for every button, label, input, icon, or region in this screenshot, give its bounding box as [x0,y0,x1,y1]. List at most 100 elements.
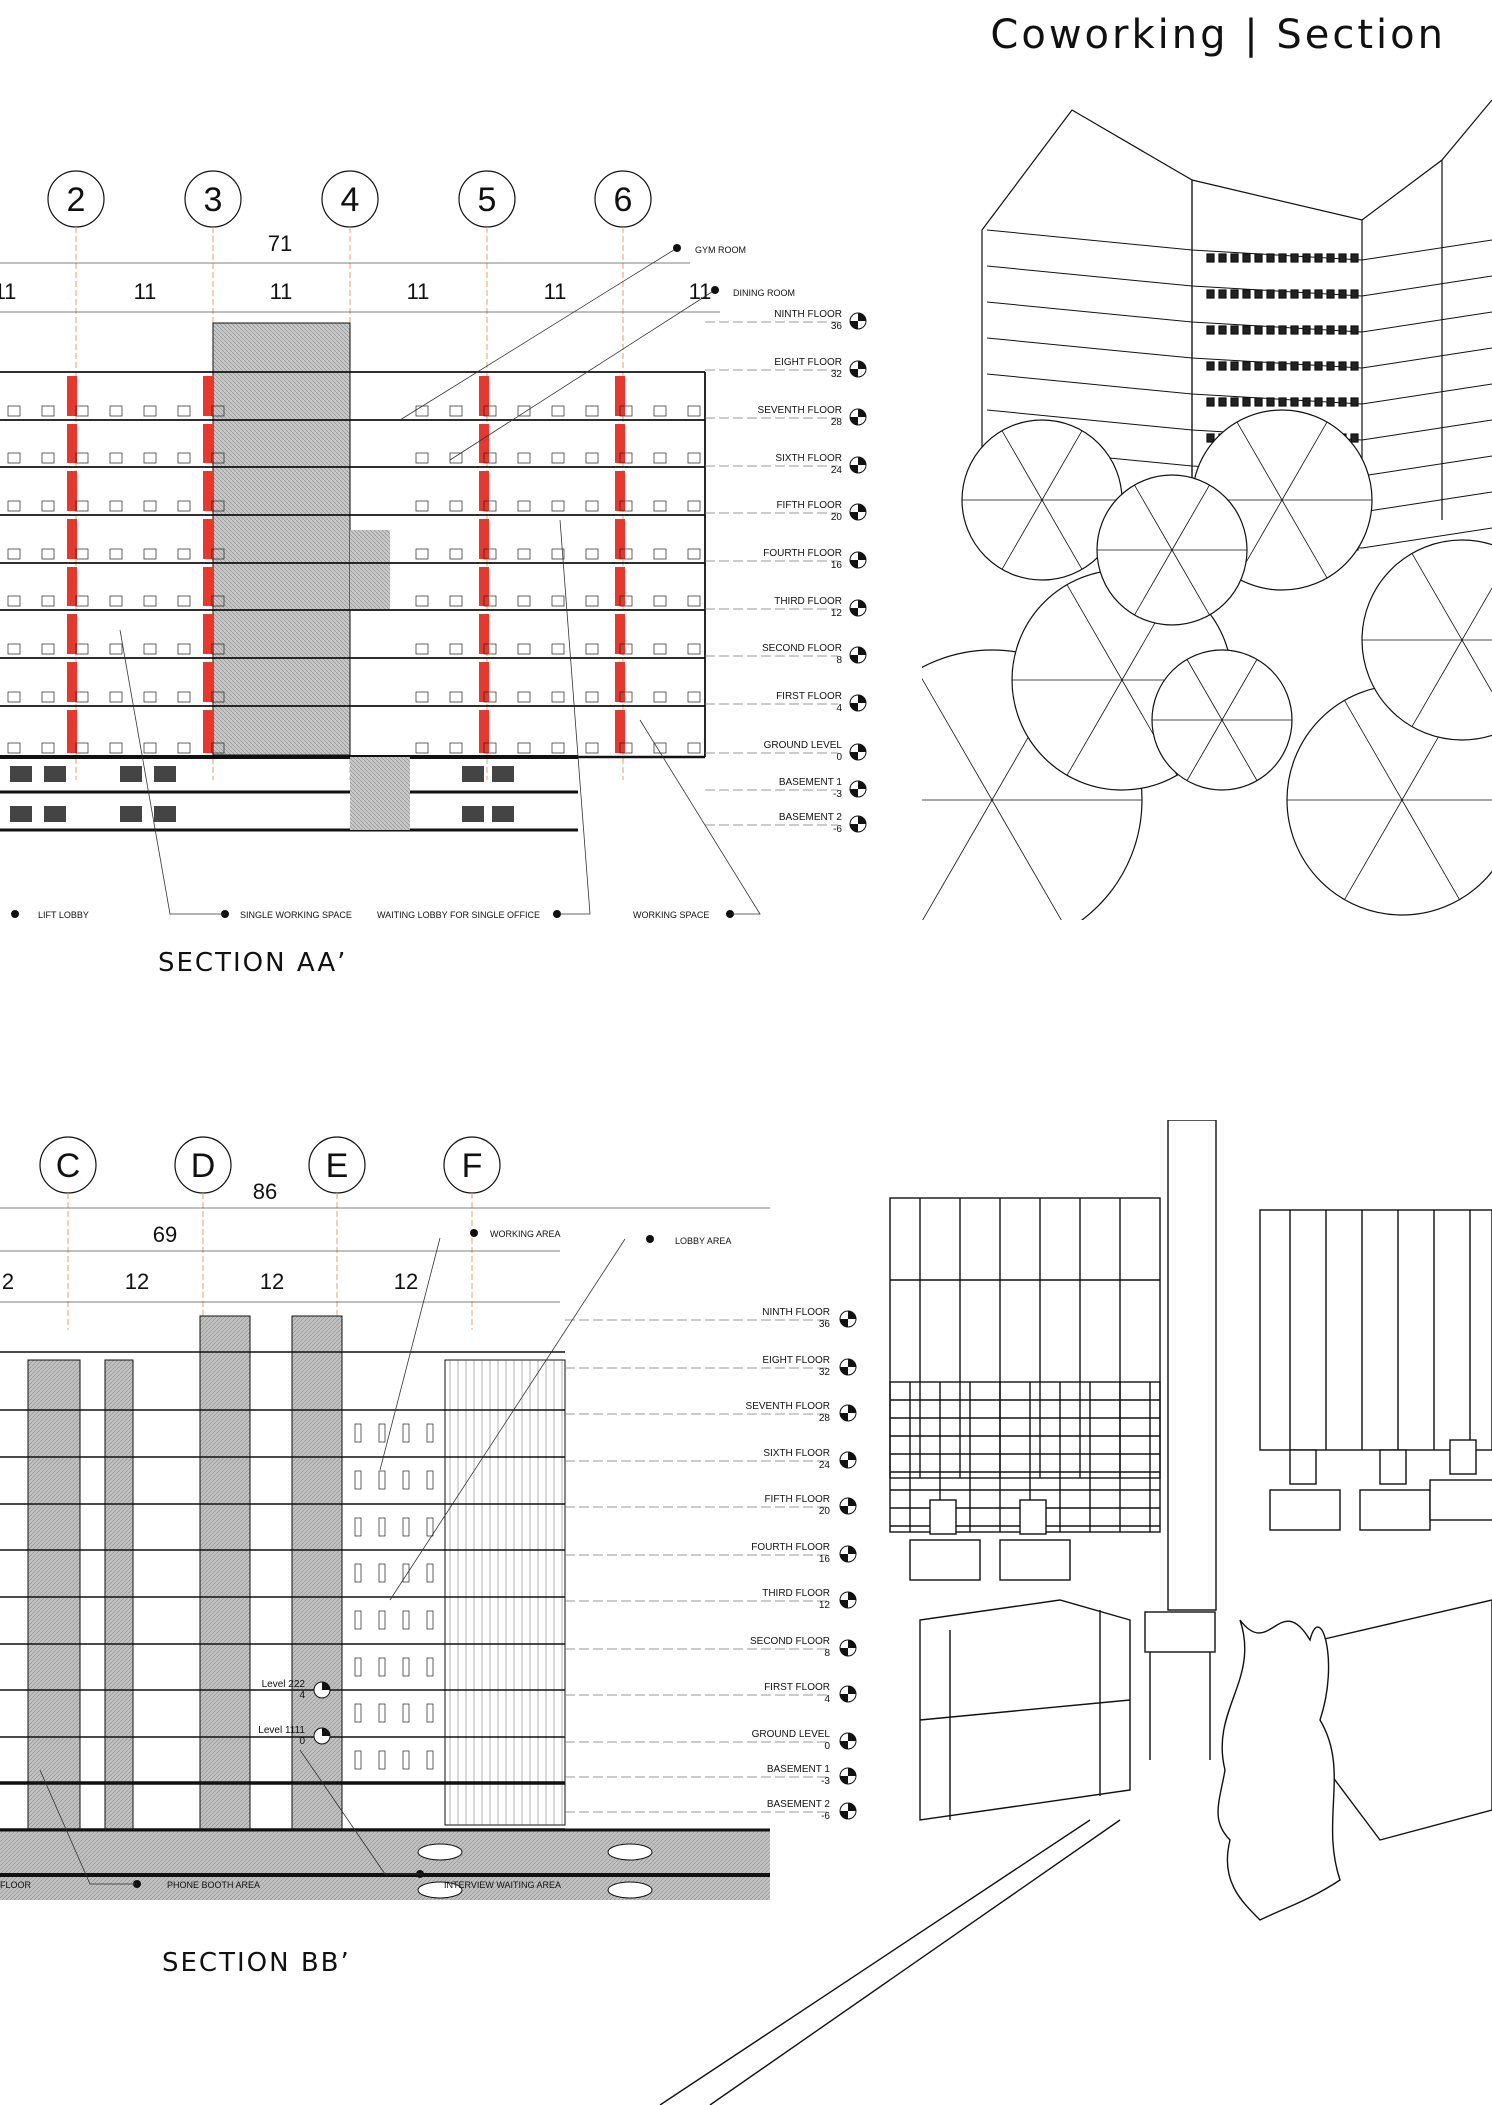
leader-line [399,247,678,421]
furniture [109,595,123,607]
furniture [143,742,157,754]
furniture [619,405,633,417]
building-floor-line [986,265,1492,297]
window [378,1517,386,1537]
furniture [177,742,191,754]
level-marker-fill [850,744,866,760]
furniture [177,595,191,607]
facade-window [1350,253,1359,263]
level-marker-fill [840,1592,856,1608]
monitor [929,1499,957,1535]
window [426,1610,434,1630]
level-marker-fill [850,361,866,377]
furniture [551,452,565,464]
structural-column-red [615,519,625,559]
level-marker-fill [850,781,866,797]
level-value: -3 [821,1776,830,1787]
furniture [415,452,429,464]
leader-line [389,1238,626,1601]
facade-window [1278,325,1287,335]
level-name: FIRST FLOOR [764,1682,830,1693]
level-value: 8 [836,655,842,666]
level-name: GROUND LEVEL [752,1729,831,1740]
window [354,1563,362,1583]
facade-window [1206,289,1215,299]
facade-window [1242,253,1251,263]
furniture [517,691,531,703]
furniture [687,500,701,512]
facet-line [1134,549,1173,616]
bottom-tag: WAITING LOBBY FOR SINGLE OFFICE [377,910,540,920]
window [402,1610,410,1630]
facade-window [1338,361,1347,371]
tag-marker [673,244,681,252]
level-value: 0 [836,752,842,763]
level-value: -3 [833,789,842,800]
furniture [41,452,55,464]
service-core [104,1359,134,1841]
furniture [41,405,55,417]
facet-line [1461,587,1492,641]
furniture [75,452,89,464]
car [492,806,514,822]
level-marker-fill [850,600,866,616]
furniture [551,643,565,655]
tag-marker [711,286,719,294]
tag-marker [726,910,734,918]
level-name: SECOND FLOOR [750,1636,830,1647]
facade-window [1242,325,1251,335]
grid-label: E [326,1147,349,1185]
furniture [585,595,599,607]
monitor [1379,1449,1407,1485]
facade-window [1338,253,1347,263]
service-core [27,1359,81,1841]
facet-line [1221,719,1258,781]
furniture [449,548,463,560]
furniture [75,548,89,560]
ramp [350,757,410,830]
facade-window [1326,361,1335,371]
furniture [517,500,531,512]
window [426,1657,434,1677]
furniture [211,643,225,655]
workstation-desk [999,1539,1071,1581]
furniture [483,595,497,607]
structural-column-red [479,710,489,753]
monitor [1449,1439,1477,1475]
furniture [211,500,225,512]
furniture [75,405,89,417]
furniture [7,452,21,464]
facade-window [1302,325,1311,335]
bay-dimension: 11 [689,279,712,304]
structural-column-red [203,519,213,559]
facade-window [1266,253,1275,263]
facade-window [1230,289,1239,299]
furniture [7,405,21,417]
structural-column-red [67,710,77,753]
grid-label: 6 [614,181,633,219]
level-name: FIRST FLOOR [776,691,842,702]
level-value: 0 [824,1741,830,1752]
facet-line [1186,659,1223,721]
building-floor-line [986,301,1492,333]
bay-dimension: 11 [407,279,430,304]
car [462,766,484,782]
level-name: SIXTH FLOOR [775,453,842,464]
level-marker-fill [840,1803,856,1819]
facet-line [1411,553,1463,641]
stair-shaft [350,530,390,610]
window [354,1517,362,1537]
facade-window [1206,361,1215,371]
facade-window [1218,253,1227,263]
window [354,1423,362,1443]
level-value: 12 [819,1600,831,1611]
level-name: THIRD FLOOR [774,596,842,607]
furniture [619,548,633,560]
level-name: BASEMENT 2 [779,812,843,823]
leader-line [39,1769,137,1885]
furniture [75,500,89,512]
level-name: BASEMENT 1 [767,1764,831,1775]
